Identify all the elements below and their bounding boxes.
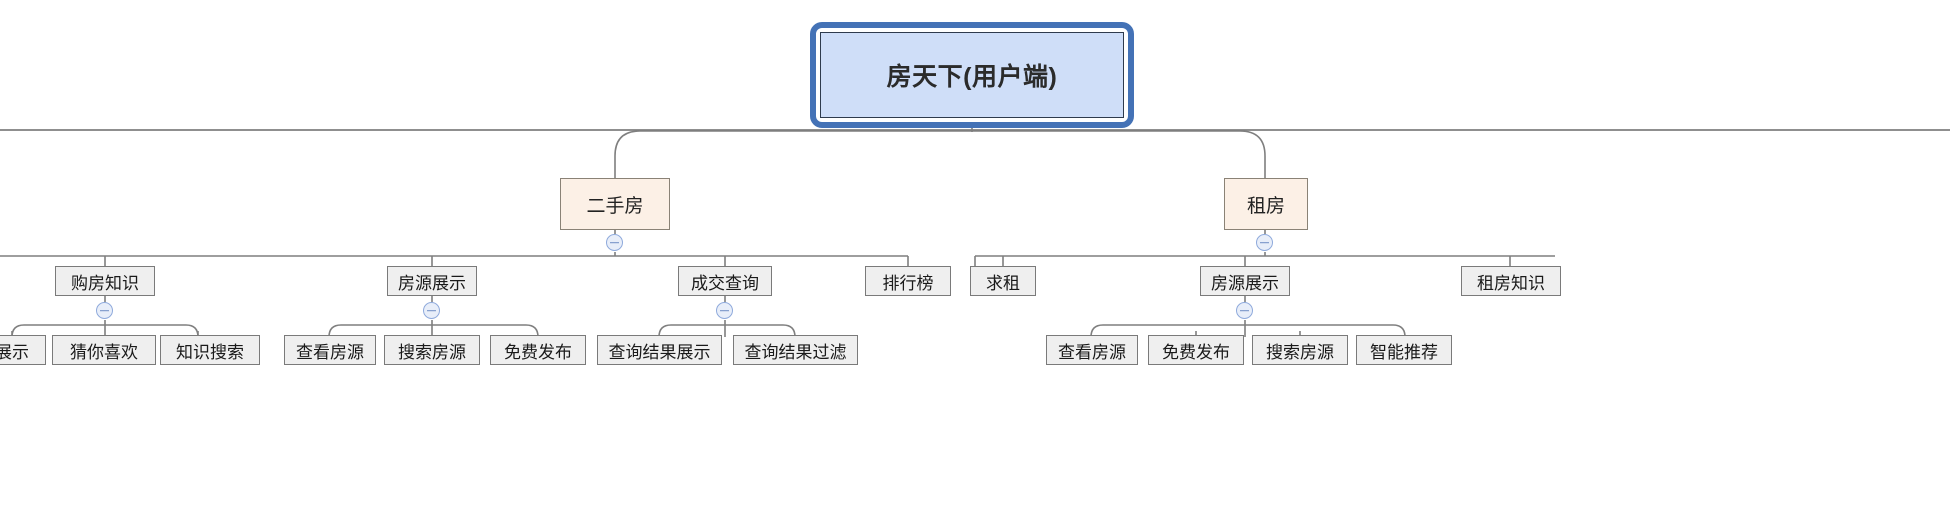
node-zufang-zhishi[interactable]: 租房知识	[1461, 266, 1561, 296]
category-node-zufang[interactable]: 租房	[1224, 178, 1308, 230]
node-label: 购房知识	[71, 273, 139, 293]
node-label: 展示	[0, 342, 29, 362]
collapse-toggle-ershoufang[interactable]	[606, 234, 623, 251]
node-zhishi-sousuo[interactable]: 知识搜索	[160, 335, 260, 365]
node-label: 查询结果展示	[608, 342, 711, 362]
node-sousuo-fangyuan-ershou[interactable]: 搜索房源	[384, 335, 480, 365]
node-qiuzu[interactable]: 求租	[970, 266, 1036, 296]
node-fangyuan-zhanshi-ershou[interactable]: 房源展示	[387, 266, 477, 296]
node-label: 排行榜	[882, 273, 934, 293]
node-chaxun-jieguo-guolv[interactable]: 查询结果过滤	[733, 335, 858, 365]
node-sousuo-fangyuan-zufang[interactable]: 搜索房源	[1252, 335, 1348, 365]
node-label: 租房知识	[1477, 273, 1545, 293]
node-label: 成交查询	[691, 273, 759, 293]
category-node-ershoufang[interactable]: 二手房	[560, 178, 670, 230]
category-label: 二手房	[586, 195, 644, 217]
node-paihangbang[interactable]: 排行榜	[865, 266, 951, 296]
root-node[interactable]: 房天下(用户端)	[810, 22, 1134, 128]
node-chaxun-jieguo-zhanshi[interactable]: 查询结果展示	[597, 335, 722, 365]
node-label: 搜索房源	[398, 342, 466, 362]
collapse-toggle-zufang[interactable]	[1256, 234, 1273, 251]
node-label: 求租	[986, 273, 1020, 293]
node-zhanshi[interactable]: 展示	[0, 335, 46, 365]
node-label: 查看房源	[1058, 342, 1126, 362]
node-label: 免费发布	[504, 342, 572, 362]
node-fangyuan-zhanshi-zufang[interactable]: 房源展示	[1200, 266, 1290, 296]
node-label: 免费发布	[1162, 342, 1230, 362]
node-caini-xihuan[interactable]: 猜你喜欢	[52, 335, 156, 365]
node-label: 猜你喜欢	[70, 342, 138, 362]
collapse-toggle-fangyuan-zhanshi-ershou[interactable]	[423, 302, 440, 319]
root-node-label: 房天下(用户端)	[820, 32, 1124, 118]
collapse-toggle-fangyuan-zhanshi-zufang[interactable]	[1236, 302, 1253, 319]
collapse-toggle-goufang-zhishi[interactable]	[96, 302, 113, 319]
node-label: 房源展示	[398, 273, 466, 293]
node-zhineng-tuijian[interactable]: 智能推荐	[1356, 335, 1452, 365]
node-label: 查看房源	[296, 342, 364, 362]
node-mianfei-fabu-ershou[interactable]: 免费发布	[490, 335, 586, 365]
node-chakan-fangyuan-ershou[interactable]: 查看房源	[284, 335, 376, 365]
node-chakan-fangyuan-zufang[interactable]: 查看房源	[1046, 335, 1138, 365]
node-chengjiao-chaxun[interactable]: 成交查询	[678, 266, 772, 296]
node-label: 知识搜索	[176, 342, 244, 362]
node-goufang-zhishi[interactable]: 购房知识	[55, 266, 155, 296]
collapse-toggle-chengjiao-chaxun[interactable]	[716, 302, 733, 319]
node-label: 搜索房源	[1266, 342, 1334, 362]
category-label: 租房	[1246, 195, 1285, 217]
node-label: 查询结果过滤	[744, 342, 847, 362]
node-mianfei-fabu-zufang[interactable]: 免费发布	[1148, 335, 1244, 365]
node-label: 智能推荐	[1370, 342, 1438, 362]
node-label: 房源展示	[1211, 273, 1279, 293]
